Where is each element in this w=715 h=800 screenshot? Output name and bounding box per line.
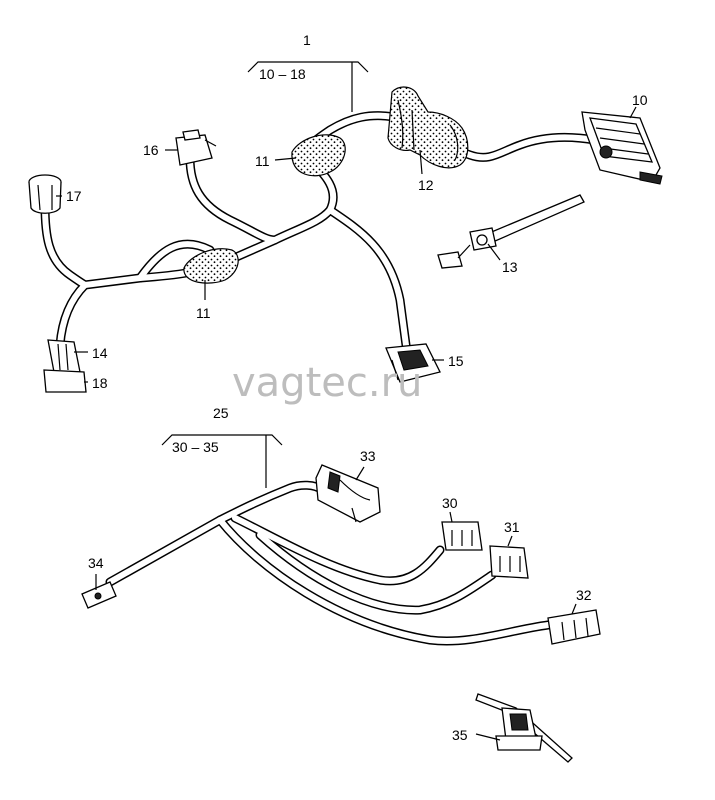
part-32-connector — [547, 609, 601, 645]
watermark-text: vagtec.ru — [232, 360, 422, 406]
callout-13: 13 — [502, 259, 518, 275]
callout-10: 10 — [632, 92, 648, 108]
callout-11-lower: 11 — [196, 305, 211, 321]
callout-34: 34 — [88, 555, 104, 571]
upper-harness — [28, 86, 663, 393]
leader-lines — [56, 61, 637, 741]
callout-32: 32 — [576, 587, 592, 603]
part-11-foam-pad-lower — [183, 248, 239, 284]
callout-1-range: 10 – 18 — [259, 66, 306, 82]
callouts: 1 10 – 18 10 11 12 13 16 17 11 14 18 15 … — [66, 32, 648, 743]
callout-33: 33 — [360, 448, 376, 464]
part-31-connector — [489, 545, 529, 579]
part-35-cable-clip — [475, 693, 573, 763]
part-15-connector — [385, 343, 441, 383]
callout-11-upper: 11 — [255, 153, 270, 169]
callout-12: 12 — [418, 177, 434, 193]
upper-harness-wires — [40, 111, 645, 350]
callout-1: 1 — [303, 32, 311, 48]
part-17-round-connector — [28, 174, 62, 214]
callout-14: 14 — [92, 345, 108, 361]
callout-30: 30 — [442, 495, 458, 511]
part-16-connector — [175, 129, 217, 166]
part-11-foam-pad-upper — [291, 134, 346, 177]
part-12-grommet — [387, 86, 469, 169]
callout-18: 18 — [92, 375, 108, 391]
callout-25: 25 — [213, 405, 229, 421]
callout-25-range: 30 – 35 — [172, 439, 219, 455]
part-33-bracket-connector — [315, 464, 381, 523]
callout-35: 35 — [452, 727, 468, 743]
part-14-18-connector — [43, 339, 87, 393]
lower-harness-wires — [105, 480, 553, 646]
callout-17: 17 — [66, 188, 82, 204]
part-30-connector — [441, 521, 483, 551]
callout-31: 31 — [504, 519, 520, 535]
callout-15: 15 — [448, 353, 464, 369]
part-10-multipin-connector — [581, 111, 663, 185]
callout-16: 16 — [143, 142, 159, 158]
lower-harness — [81, 464, 601, 763]
part-13-cable-tie — [437, 194, 585, 269]
part-34-connector — [81, 581, 117, 609]
